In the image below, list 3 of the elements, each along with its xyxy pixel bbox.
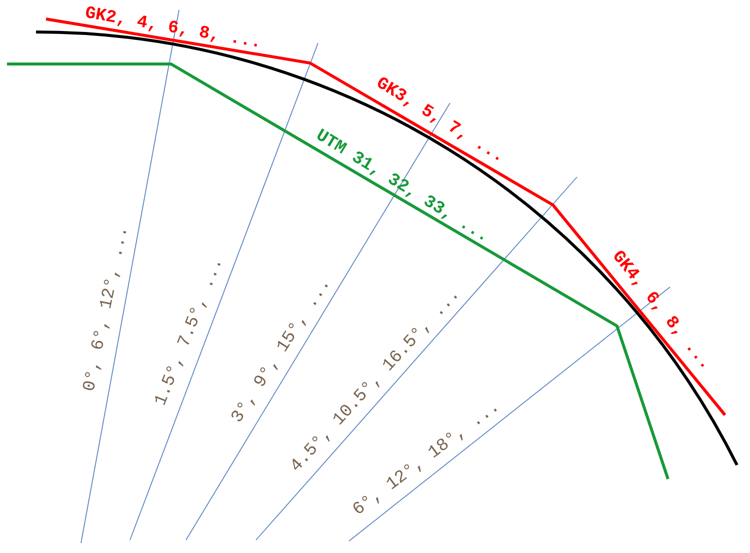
- zone-number-label: GK3, 5, 7, ...: [372, 75, 508, 167]
- meridian-label: 0°, 6°, 12°, ...: [81, 224, 132, 394]
- zone-number-label: GK2, 4, 6, 8, ...: [84, 5, 262, 53]
